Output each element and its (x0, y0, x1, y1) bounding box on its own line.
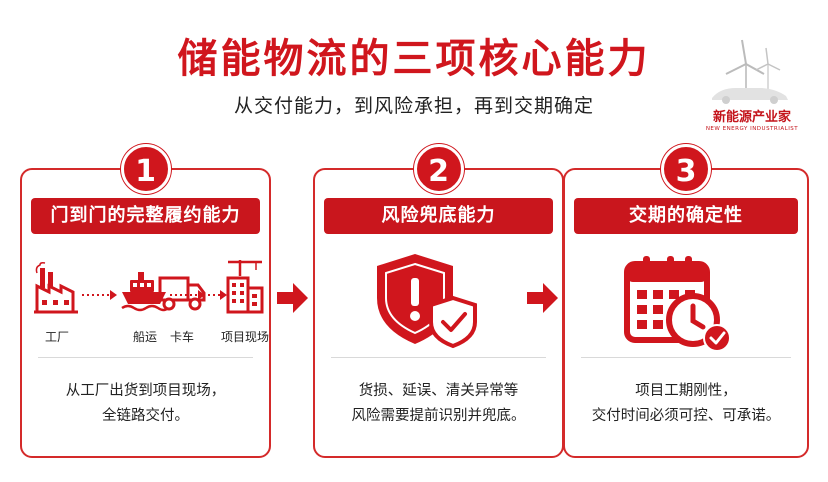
description-line-2: 全链路交付。 (102, 408, 189, 424)
factory-icon (34, 262, 78, 314)
flow-label-truck: 卡车 (169, 330, 194, 344)
right-arrow-icon (527, 283, 558, 313)
right-arrow-icon (277, 283, 308, 313)
step-number-badge: 3 (661, 144, 711, 194)
brand-logo: 新能源产业家 NEW ENERGY INDUSTRIALIST (702, 34, 802, 142)
card-description: 从工厂出货到项目现场， 全链路交付。 (22, 379, 269, 429)
dotted-arrow-icon (170, 290, 205, 300)
capability-card-2: 2 风险兜底能力 货损、延误、清关异常等 风险需要提前识别并兜底。 (313, 144, 564, 458)
logo-sub-text: NEW ENERGY INDUSTRIALIST (705, 126, 799, 132)
ship-icon (121, 272, 169, 312)
card-description: 货损、延误、清关异常等 风险需要提前识别并兜底。 (315, 379, 562, 429)
page-subtitle: 从交付能力，到风险承担，再到交期确定 (233, 95, 594, 117)
flow-label-factory: 工厂 (44, 330, 69, 344)
description-line-2: 交付时间必须可控、可承诺。 (591, 408, 781, 424)
card-title: 门到门的完整履约能力 (31, 198, 260, 234)
page-title: 储能物流的三项核心能力 (177, 36, 651, 82)
dotted-arrow-icon (208, 290, 227, 300)
card-title: 交期的确定性 (574, 198, 798, 234)
dotted-arrow-icon (82, 290, 117, 300)
step-number-badge: 2 (413, 144, 464, 194)
flow-label-project-site: 项目现场 (220, 330, 269, 344)
wind-turbine-logo-icon (712, 39, 788, 104)
shield-warning-icon (377, 254, 477, 349)
capability-card-3: 3 交期的确定性 项目工期刚性， 交付时间必须可控、可承诺。 (563, 144, 809, 458)
calendar-clock-icon (624, 256, 731, 352)
description-line-1: 从工厂出货到项目现场， (65, 383, 226, 399)
flow-label-ship: 船运 (132, 330, 157, 344)
capability-card-1: 1 门到门的完整履约能力 工厂 船运 卡车 (20, 144, 271, 458)
card-divider (38, 357, 253, 358)
logo-main-text: 新能源产业家 (712, 110, 791, 125)
card-divider (331, 357, 546, 358)
description-line-1: 项目工期刚性， (635, 383, 737, 399)
description-line-1: 货损、延误、清关异常等 (358, 383, 519, 399)
card-description: 项目工期刚性， 交付时间必须可控、可承诺。 (565, 379, 807, 429)
step-number-badge: 1 (120, 144, 171, 194)
card-title: 风险兜底能力 (324, 198, 553, 234)
truck-icon (158, 276, 206, 311)
description-line-2: 风险需要提前识别并兜底。 (351, 408, 526, 424)
card-divider (581, 357, 791, 358)
project-site-icon (226, 260, 264, 314)
